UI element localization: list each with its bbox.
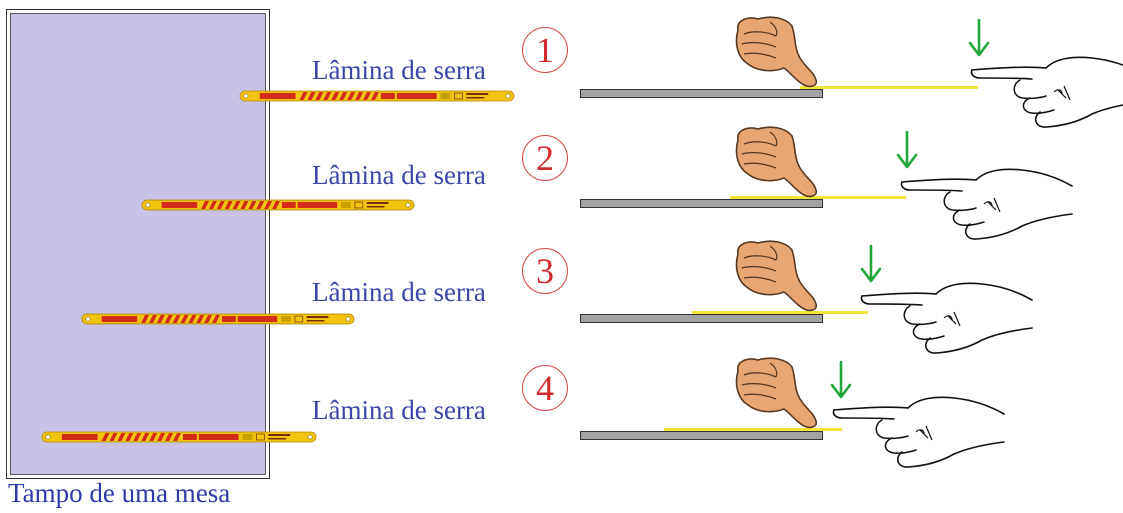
vibrating-length-line-2 <box>730 196 906 199</box>
saw-blade-4 <box>40 430 318 444</box>
pointing-hand-icon <box>966 52 1123 130</box>
pointing-hand-icon <box>896 164 1076 242</box>
blade-bar-1 <box>580 89 823 98</box>
blade-bar-4 <box>580 431 823 440</box>
blade-label-4: Lâmina de serra <box>312 395 486 425</box>
saw-blade-3 <box>80 312 356 326</box>
table-top-caption: Tampo de uma mesa <box>8 478 231 508</box>
saw-blade-2 <box>140 198 416 212</box>
saw-blade-1 <box>238 89 516 103</box>
blade-bar-2 <box>580 199 823 208</box>
step-number-1: 1 <box>522 27 568 73</box>
table-top-surface <box>10 13 266 475</box>
vibrating-length-line-4 <box>664 428 842 431</box>
step-number-3: 3 <box>522 248 568 294</box>
thumbs-down-hand-icon <box>730 355 826 429</box>
pointing-hand-icon <box>828 392 1008 470</box>
vibrating-length-line-1 <box>800 86 978 89</box>
thumbs-down-hand-icon <box>730 124 826 198</box>
step-number-4: 4 <box>522 365 568 411</box>
blade-bar-3 <box>580 314 823 323</box>
table-top <box>6 9 270 479</box>
pointing-hand-icon <box>856 278 1036 356</box>
thumbs-down-hand-icon <box>730 14 826 88</box>
blade-label-2: Lâmina de serra <box>312 160 486 190</box>
vibrating-length-line-3 <box>692 311 868 314</box>
step-number-2: 2 <box>522 135 568 181</box>
thumbs-down-hand-icon <box>730 238 826 312</box>
blade-label-3: Lâmina de serra <box>312 277 486 307</box>
blade-label-1: Lâmina de serra <box>312 55 486 85</box>
